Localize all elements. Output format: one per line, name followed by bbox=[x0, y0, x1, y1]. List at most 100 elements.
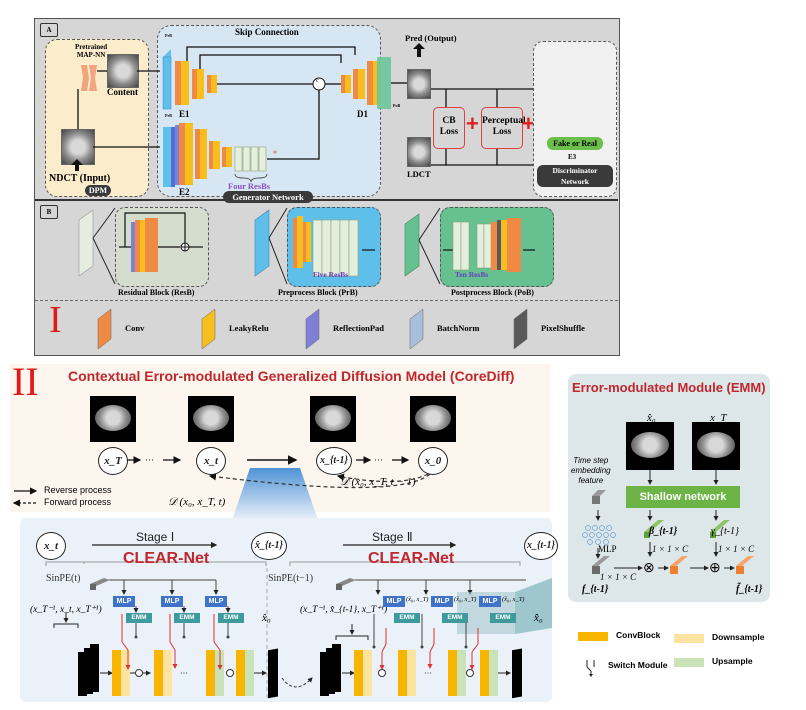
pred-image bbox=[407, 69, 431, 99]
beta-label: β_{t-1} bbox=[649, 526, 678, 537]
stage2-mlp-1: MLP bbox=[383, 596, 405, 607]
forward-arrow-t1 bbox=[336, 473, 429, 483]
svg-text:···: ··· bbox=[424, 669, 432, 678]
fake-or-real-badge: Fake or Real bbox=[547, 137, 603, 150]
ct-image-xt1 bbox=[310, 396, 356, 442]
emm-title: Error-modulated Module (EMM) bbox=[572, 380, 766, 395]
emm-img1-label: x̂₀ bbox=[647, 412, 656, 424]
roman-numeral-two: II bbox=[12, 359, 39, 404]
stage1-in-node: x_t bbox=[36, 532, 66, 560]
e1-label: E1 bbox=[179, 109, 190, 119]
d-t1-label: 𝒟 (x₀, x_T, t − 1) bbox=[340, 476, 416, 488]
e3-label: E3 bbox=[568, 153, 577, 161]
legend-label: PixelShuffle bbox=[541, 323, 585, 333]
time-step-line1: Time step bbox=[573, 456, 609, 465]
pred-output-label: Pred (Output) bbox=[405, 33, 457, 43]
shallow-network-box: Shallow network bbox=[626, 486, 740, 508]
legend-block-label: ConvBlock bbox=[616, 630, 661, 640]
stage1-emm-2: EMM bbox=[174, 613, 200, 623]
stage2-input-tuple: (x_T⁻¹, x̂_{t-1}, x_T⁺¹) bbox=[300, 605, 388, 615]
stage2-blocks: ··· bbox=[320, 614, 522, 699]
node-xt: x_t bbox=[196, 447, 226, 475]
e2-prb-tag: PrB bbox=[165, 113, 172, 118]
f-feature-block bbox=[592, 566, 600, 574]
svg-text:···: ··· bbox=[145, 455, 154, 465]
five-resbs-label: Five ResBs bbox=[313, 270, 349, 279]
concat-symbol: c bbox=[316, 78, 319, 84]
pretrained-label: Pretrained MAP-NN bbox=[75, 43, 107, 59]
sinpe-t1-label: SinPE(t−1) bbox=[268, 573, 314, 584]
plus-sign-1: + bbox=[466, 111, 479, 136]
legend-item-reflectionpad: ReflectionPad bbox=[303, 307, 407, 351]
part1-figure: A Pretrained MAP-NN Content NDCT (Input)… bbox=[34, 18, 620, 356]
legend-block-downsample: Downsample bbox=[674, 632, 794, 654]
node-xT: x_T bbox=[98, 447, 128, 475]
content-label: Content bbox=[107, 87, 138, 97]
layer-legend: Conv LeakyRelu ReflectionPad BatchNorm Pixel… bbox=[95, 307, 615, 351]
forward-arrow-t bbox=[208, 473, 431, 489]
legend-block-upsample: Upsample bbox=[674, 656, 794, 678]
disc-badge-line2: Network bbox=[561, 177, 589, 186]
perc-loss-line1: Perceptual bbox=[482, 116, 526, 126]
skip-connection-label: Skip Connection bbox=[235, 27, 299, 37]
stage1-mlp-3: MLP bbox=[205, 596, 227, 607]
convblock-swatch bbox=[578, 632, 608, 641]
time-step-label: Time step embedding feature bbox=[571, 456, 611, 486]
sinpe-t-label: SinPE(t) bbox=[46, 573, 81, 584]
d1-pob-tag: PoB bbox=[393, 103, 401, 108]
panel-a: A Pretrained MAP-NN Content NDCT (Input)… bbox=[35, 19, 618, 203]
ct-image-x0 bbox=[410, 396, 456, 442]
ten-resbs-label: Ten ResBs bbox=[455, 270, 489, 279]
node-xt1: x_{t-1} bbox=[316, 447, 352, 475]
cb-loss-line2: Loss bbox=[439, 127, 459, 137]
chain-drawing: ··· ··· bbox=[12, 455, 431, 520]
e2-label: E2 bbox=[179, 187, 190, 197]
beta-block bbox=[644, 532, 650, 538]
ct-image-xt bbox=[188, 396, 234, 442]
stage1-mlp-2: MLP bbox=[161, 596, 183, 607]
prb-label: Preprocess Block (PrB) bbox=[278, 288, 358, 297]
panel-a-drawing: * bbox=[71, 43, 601, 187]
panel-b-tag: B bbox=[40, 205, 58, 219]
switch-module-icon bbox=[586, 660, 595, 677]
conv-swatch-icon bbox=[97, 308, 112, 350]
stage2-cond-2: (x̂₀, x_T) bbox=[454, 596, 477, 603]
stage2-emm-1: EMM bbox=[394, 613, 420, 623]
disc-badge-line1: Discriminator bbox=[552, 166, 598, 175]
content-image bbox=[107, 54, 139, 88]
time-step-feature-icon bbox=[592, 496, 600, 504]
gamma-block bbox=[710, 532, 716, 538]
legend-label: LeakyRelu bbox=[229, 323, 269, 333]
stage2-clear-net: CLEAR-Net bbox=[368, 550, 455, 567]
gamma-label: γ_{t-1} bbox=[711, 526, 740, 537]
d1-pob-block bbox=[377, 57, 391, 109]
legend-label: BatchNorm bbox=[437, 323, 480, 333]
legend-item-batchnorm: BatchNorm bbox=[407, 307, 511, 351]
output-block bbox=[736, 566, 744, 574]
stage2-mlp-3: MLP bbox=[479, 596, 501, 607]
emm-drawing bbox=[582, 470, 754, 574]
ndct-label: NDCT (Input) bbox=[49, 173, 111, 184]
pob-label: Postprocess Block (PoB) bbox=[451, 288, 534, 297]
stage2-output-label: x̂̂₀ bbox=[534, 612, 543, 624]
stage1-input-tuple: (x_T⁻¹, x_t, x_T⁺¹) bbox=[30, 605, 102, 615]
part2-title: Contextual Error-modulated Generalized D… bbox=[68, 368, 515, 384]
ct-image-xT bbox=[90, 396, 136, 442]
stage2-label: Stage Ⅱ bbox=[372, 530, 413, 544]
generator-network-badge: Generator Network bbox=[223, 191, 313, 203]
stage1-blocks: ··· bbox=[53, 606, 278, 699]
legend-item-leakyrelu: LeakyRelu bbox=[199, 307, 303, 351]
time-step-line2: embedding bbox=[571, 466, 611, 475]
zoom-beam bbox=[232, 468, 318, 520]
plus-sign-2: + bbox=[522, 111, 535, 136]
upsample-swatch bbox=[674, 658, 704, 667]
time-step-line3: feature bbox=[578, 476, 604, 485]
legend-item-conv: Conv bbox=[95, 307, 199, 351]
stage1-emm-3: EMM bbox=[218, 613, 244, 623]
f-label: f_{t-1} bbox=[582, 584, 609, 595]
f-dim-label: 1 × 1 × C bbox=[600, 572, 637, 582]
cb-loss-box: CB Loss bbox=[433, 107, 465, 149]
stage1-label: Stage Ⅰ bbox=[136, 530, 175, 544]
legend-block-convblock: ConvBlock bbox=[578, 630, 698, 652]
